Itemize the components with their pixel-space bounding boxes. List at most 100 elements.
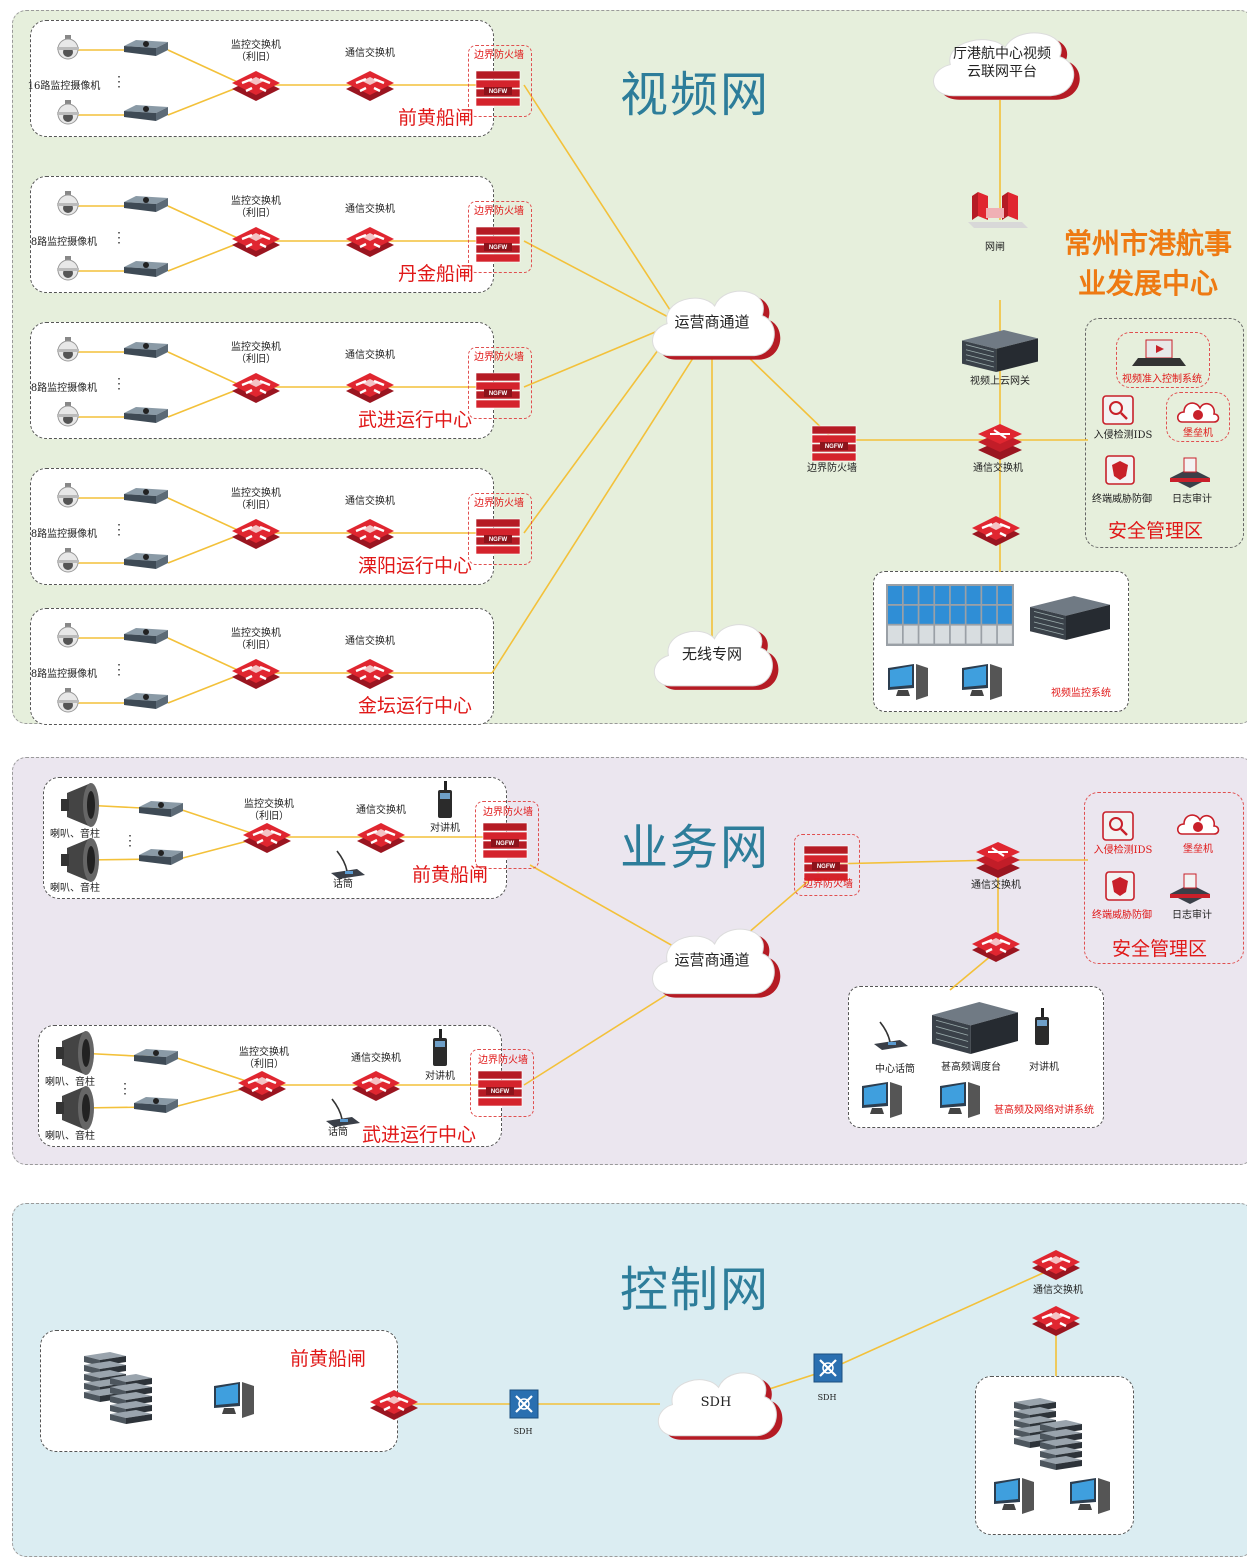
sdh-cloud-label: SDH <box>700 1395 732 1410</box>
control-site-switch-icon <box>370 1390 418 1420</box>
video-site-name: 金坛运行中心 <box>358 695 473 717</box>
site-comm-switch-icon <box>346 519 394 549</box>
business-site-firewall-label: 边界防火墙 <box>478 1055 528 1066</box>
video-comm-switch-label: 通信交换机 <box>973 463 1023 474</box>
control-sdh-left-icon <box>509 1389 539 1419</box>
link-line <box>827 1267 1055 1371</box>
center-system-label: 甚高频及网络对讲系统 <box>994 1105 1094 1116</box>
business-site-firewall-icon: NGFW <box>482 822 528 859</box>
control-sdh-right-icon <box>813 1353 843 1383</box>
business-audit-icon <box>1170 873 1210 904</box>
business-nvr-bottom-icon <box>139 849 183 865</box>
camera-bottom-icon <box>57 548 79 573</box>
control-core-switch-icon <box>1032 1250 1080 1280</box>
business-monitor-switch-note: （利旧） <box>249 811 289 822</box>
center-radio-icon <box>1035 1008 1049 1045</box>
camera-top-icon <box>57 337 79 362</box>
video-site-name: 前黄船闸 <box>398 107 475 129</box>
camera-bottom-icon <box>57 256 79 281</box>
monitor-switch-icon <box>232 519 280 549</box>
site-firewall-label: 边界防火墙 <box>474 50 524 61</box>
link-line <box>167 532 245 564</box>
business-monitor-switch-icon <box>238 1071 286 1101</box>
video-ids-label: 入侵检测IDS <box>1093 430 1153 441</box>
site-firewall-icon: NGFW <box>475 372 521 409</box>
speaker-top-icon <box>56 1031 94 1075</box>
monitor-switch-icon <box>232 373 280 403</box>
site-firewall-box <box>468 201 532 273</box>
business-nvr-top-icon <box>139 801 183 817</box>
wireless-cloud-icon <box>653 624 779 690</box>
monitor-switch-note: （利旧） <box>236 640 276 651</box>
cloud-gateway-label: 视频上云网关 <box>970 376 1030 387</box>
site-comm-switch-icon <box>346 227 394 257</box>
nvr-top-icon <box>124 196 168 212</box>
site-firewall-box <box>468 347 532 419</box>
video-site-name: 溧阳运行中心 <box>358 555 473 577</box>
business-bastion-icon <box>1176 814 1220 835</box>
video-monitor-system-label: 视频监控系统 <box>1051 688 1111 699</box>
gatekeeper-label: 网闸 <box>985 242 1005 253</box>
center-pc-1-icon <box>862 1082 902 1118</box>
camera-count-label: 8路监控摄像机 <box>30 529 98 540</box>
carrier-cloud-icon <box>652 290 781 360</box>
camera-top-icon <box>57 35 79 60</box>
business-site-firewall-box <box>475 801 539 869</box>
nvr-top-icon <box>124 488 168 504</box>
business-access-switch-icon <box>972 932 1020 962</box>
video-wall-icon <box>886 584 1014 646</box>
platform-cloud: 厅港航中心视频云联网平台 <box>926 24 1078 102</box>
ngfw-text: NGFW <box>489 89 508 95</box>
control-comm-switch-label: 通信交换机 <box>1033 1285 1083 1296</box>
gatekeeper-icon <box>968 192 1028 228</box>
control-sdh-label-left: SDH <box>513 1427 533 1436</box>
monitor-switch-label: 监控交换机 <box>231 40 281 51</box>
business-comm-switch-icon <box>357 823 405 853</box>
link-line <box>523 240 673 320</box>
platform-cloud-icon <box>933 32 1080 100</box>
ellipsis-dots: ⋮ <box>123 833 137 849</box>
speaker-bottom-icon <box>61 838 99 882</box>
speaker-label-bottom: 喇叭、音柱 <box>45 1131 95 1142</box>
wireless-cloud: 无线专网 <box>648 616 776 692</box>
camera-top-icon <box>57 623 79 648</box>
business-carrier-cloud-icon <box>652 928 781 998</box>
video-edr-label: 终端威胁防御 <box>1092 494 1152 505</box>
site-firewall-icon: NGFW <box>475 518 521 555</box>
speaker-label-top: 喇叭、音柱 <box>50 829 100 840</box>
video-bastion-icon <box>1176 402 1220 423</box>
nac-label: 视频准入控制系统 <box>1122 374 1202 385</box>
site-radio-label: 对讲机 <box>430 823 460 834</box>
nvr-bottom-icon <box>124 407 168 423</box>
business-site-firewall-box <box>470 1049 534 1117</box>
nvr-top-icon <box>124 342 168 358</box>
link-line <box>167 386 245 418</box>
speaker-label-bottom: 喇叭、音柱 <box>50 883 100 894</box>
camera-count-label: 8路监控摄像机 <box>30 383 98 394</box>
link-line <box>523 330 673 534</box>
business-monitor-switch-label: 监控交换机 <box>244 799 294 810</box>
site-comm-switch-label: 通信交换机 <box>345 636 395 647</box>
monitor-switch-note: （利旧） <box>236 354 276 365</box>
control-center-server-2-icon <box>1040 1420 1082 1470</box>
business-security-zone <box>1084 792 1244 964</box>
video-security-title: 安全管理区 <box>1108 520 1204 542</box>
site-firewall-label: 边界防火墙 <box>474 352 524 363</box>
video-site-name: 丹金船闸 <box>398 263 475 285</box>
video-border-fw-label: 边界防火墙 <box>807 463 857 474</box>
video-audit-label: 日志审计 <box>1172 494 1212 505</box>
center-radio-label: 对讲机 <box>1029 1062 1059 1073</box>
ellipsis-dots: ⋮ <box>112 230 126 246</box>
camera-bottom-icon <box>57 100 79 125</box>
site-microphone-icon <box>326 1098 360 1127</box>
speaker-bottom-icon <box>56 1086 94 1130</box>
ellipsis-dots: ⋮ <box>112 522 126 538</box>
nvr-bottom-icon <box>124 261 168 277</box>
monitor-switch-note: （利旧） <box>236 208 276 219</box>
ellipsis-dots: ⋮ <box>112 376 126 392</box>
carrier-label-business: 运营商通道 <box>674 951 750 969</box>
site-comm-switch-label: 通信交换机 <box>345 350 395 361</box>
nvr-bottom-icon <box>124 553 168 569</box>
link-line <box>529 864 681 951</box>
business-nvr-bottom-icon <box>134 1097 178 1113</box>
